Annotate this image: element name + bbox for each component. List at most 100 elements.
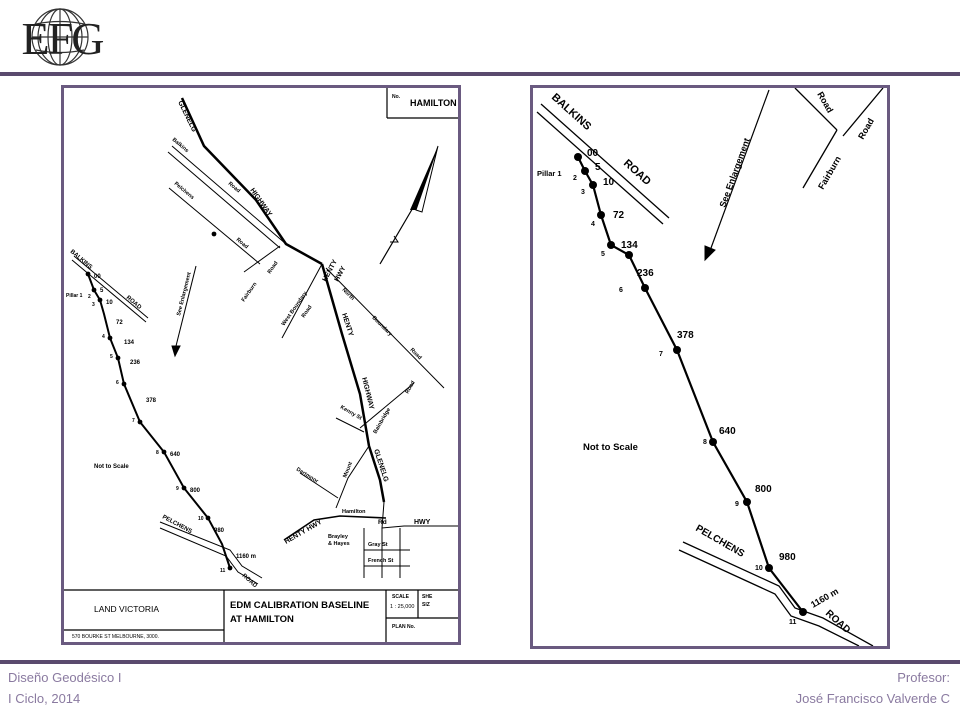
distance-label: 5	[595, 162, 601, 173]
road-label-3: Road	[267, 260, 280, 275]
distance-label: 1160 m	[236, 554, 256, 560]
course-term: I Ciclo, 2014	[8, 691, 81, 706]
see-enlargement-label: See Enlargement	[176, 272, 193, 317]
pillar-number: 7	[132, 418, 135, 424]
distance-label: 1160 m	[809, 586, 840, 610]
see-enlargement-label: See Enlargement	[717, 137, 751, 209]
left-map-panel: No. HAMILTON GLENELG Balkins Road Pelche…	[61, 85, 461, 645]
globe-icon	[31, 8, 89, 66]
course-name: Diseño Geodésico I	[8, 670, 122, 685]
road-balkins-label: ROAD	[621, 157, 653, 188]
pillar-number: 8	[156, 450, 159, 456]
pillar-number: 9	[735, 501, 739, 508]
footer-rule	[0, 660, 960, 664]
road-balkins-label: ROAD	[125, 295, 143, 311]
north-label: North	[341, 287, 356, 302]
balkins-label: BALKINS	[549, 91, 593, 133]
kenny-st-label: Kenny St	[339, 405, 363, 422]
right-map-panel: BALKINS ROAD See Enlargement Road Fairbu…	[530, 85, 890, 649]
boundary-label: Boundary	[371, 315, 394, 338]
bainbridge-label: Bainbridge	[373, 407, 393, 435]
distance-label: 72	[116, 320, 123, 326]
pillar-number: 7	[659, 351, 663, 358]
professor-label: Profesor:	[897, 670, 950, 685]
distance-label: 378	[677, 330, 694, 341]
distance-label: 640	[719, 426, 736, 437]
pillar-number: 3	[581, 189, 585, 196]
pillar-number: 9	[176, 486, 179, 492]
map-no-label: No.	[392, 94, 401, 100]
road-pelchens-label: ROAD	[241, 573, 259, 590]
pillar-number: 10	[198, 516, 204, 522]
distance-label: 980	[214, 528, 225, 534]
size-label: SIZ	[422, 602, 430, 608]
rd-label: Rd	[378, 519, 387, 526]
sheet-label: SHE	[422, 594, 433, 600]
location-map: No. HAMILTON GLENELG Balkins Road Pelche…	[64, 88, 458, 642]
efg-logo: EFG	[22, 8, 105, 66]
pillar-number: 4	[591, 221, 595, 228]
footer-course-info: Diseño Geodésico I I Ciclo, 2014	[8, 667, 121, 709]
road-pelchens-label: ROAD	[823, 608, 852, 636]
road-label-6: Road	[405, 380, 417, 395]
gray-st-label: Gray St	[368, 542, 388, 548]
map-title-box: HAMILTON	[410, 98, 457, 108]
pillar-number: 2	[573, 175, 577, 182]
pillar-number: 10	[755, 565, 763, 572]
scale-label: SCALE	[392, 594, 410, 600]
fairburn-label: Fairburn	[241, 281, 259, 303]
baseline-title-2: AT HAMILTON	[230, 614, 294, 625]
road-fair-label: Road	[856, 117, 876, 141]
distance-label: 134	[124, 340, 135, 346]
enlargement-map: BALKINS ROAD See Enlargement Road Fairbu…	[536, 88, 884, 646]
agency-label: LAND VICTORIA	[94, 604, 159, 614]
plan-no-label: PLAN No.	[392, 624, 416, 630]
header-rule	[0, 72, 960, 76]
distance-label: 134	[621, 240, 638, 251]
logo-text: EFG	[22, 13, 104, 64]
dartmoor-label: Dartmoor	[295, 467, 320, 486]
pillar-number: 2	[88, 294, 91, 300]
hwy-label-right: HWY	[414, 519, 431, 526]
professor-name: José Francisco Valverde C	[795, 691, 950, 706]
pillar-number: 6	[619, 287, 623, 294]
distance-label: 800	[190, 488, 201, 494]
pillar-number: 5	[110, 354, 113, 360]
address-label: 570 BOURKE ST MELBOURNE, 3000.	[72, 634, 159, 640]
distance-label: 5	[100, 288, 104, 294]
pillar-number: 4	[102, 334, 105, 340]
distance-label: 236	[637, 268, 654, 279]
mount-label: Mount	[342, 461, 354, 479]
pelchens-label: PELCHENS	[694, 523, 747, 560]
distance-label: 00	[94, 274, 101, 280]
pillar-number: 8	[703, 439, 707, 446]
distance-label: 378	[146, 398, 157, 404]
distance-label: 980	[779, 552, 796, 563]
distance-label: 800	[755, 484, 772, 495]
distance-label: 00	[587, 148, 599, 159]
french-st-label: French St	[368, 558, 394, 564]
footer-professor-info: Profesor: José Francisco Valverde C	[796, 667, 950, 709]
pillar-number: 11	[789, 619, 797, 626]
pillar-number: 5	[601, 251, 605, 258]
baseline-title-1: EDM CALIBRATION BASELINE	[230, 600, 369, 611]
balkins-road-small-label: Balkins	[171, 137, 190, 154]
not-to-scale-label: Not to Scale	[94, 464, 129, 470]
hamilton-st-label: Hamilton	[342, 509, 366, 515]
pillar-number: 11	[220, 568, 226, 574]
brayley-label: Brayley	[328, 534, 349, 540]
road-label-4: Road	[301, 304, 314, 319]
glenelg-label: GLENELG	[176, 100, 197, 134]
scale-value: 1 : 25,000	[390, 604, 414, 610]
pelchens-small-label: Pelchens	[173, 181, 195, 201]
pillar-number: 3	[92, 302, 95, 308]
distance-label: 10	[603, 177, 615, 188]
distance-label: 72	[613, 210, 625, 221]
pillar-number: 6	[116, 380, 119, 386]
hayes-label: & Hayes	[328, 541, 350, 547]
henty-hwy-label: HENTY HWY	[284, 519, 324, 546]
not-to-scale-label: Not to Scale	[583, 442, 638, 453]
distance-label: 10	[106, 300, 113, 306]
highway-label-1: HIGHWAY	[248, 187, 273, 218]
pillar-label: Pillar 1	[66, 293, 83, 299]
